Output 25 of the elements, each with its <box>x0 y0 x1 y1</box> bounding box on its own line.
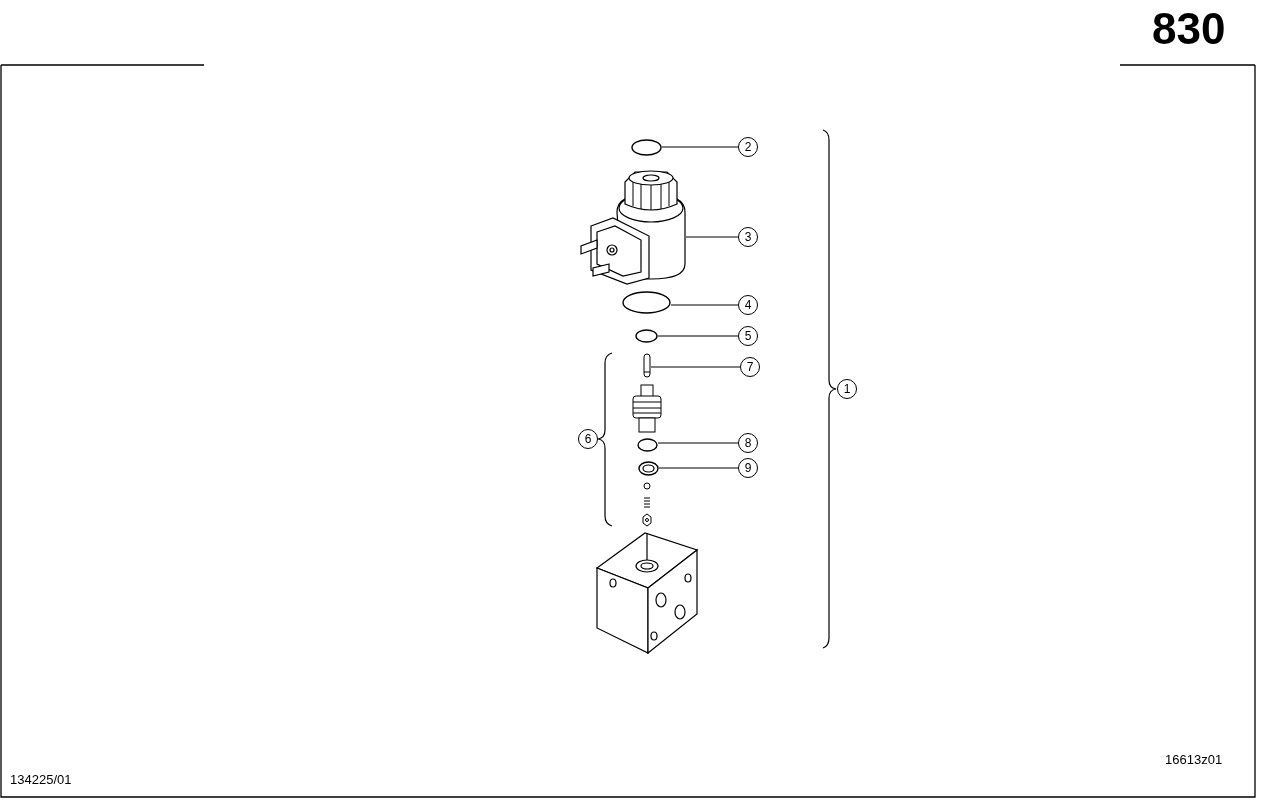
leader-line <box>658 467 739 469</box>
o-ring-drawing <box>635 329 658 343</box>
washer-drawing <box>638 461 659 476</box>
leader-line <box>657 442 739 444</box>
callout-number: 9 <box>738 458 758 478</box>
leader-line <box>685 236 739 238</box>
callout-number: 5 <box>738 326 758 346</box>
callout-number: 4 <box>738 295 758 315</box>
leader-line <box>661 146 739 148</box>
callout-number: 8 <box>738 433 758 453</box>
leader-line <box>650 366 741 368</box>
leader-line <box>657 335 739 337</box>
callout-number: 7 <box>740 357 760 377</box>
drawing-number: 16613z01 <box>1165 752 1223 767</box>
o-ring-drawing <box>637 438 658 452</box>
leader-line <box>670 304 739 306</box>
callout-number: 2 <box>738 137 758 157</box>
callout-number: 3 <box>738 227 758 247</box>
o-ring-drawing <box>622 291 671 314</box>
o-ring-drawing <box>631 139 662 156</box>
pin-drawing <box>643 353 651 378</box>
callout-number: 1 <box>837 379 857 399</box>
page-number: 830 <box>1152 4 1226 54</box>
reference-number: 134225/01 <box>10 772 72 787</box>
callout-number: 6 <box>578 429 598 449</box>
